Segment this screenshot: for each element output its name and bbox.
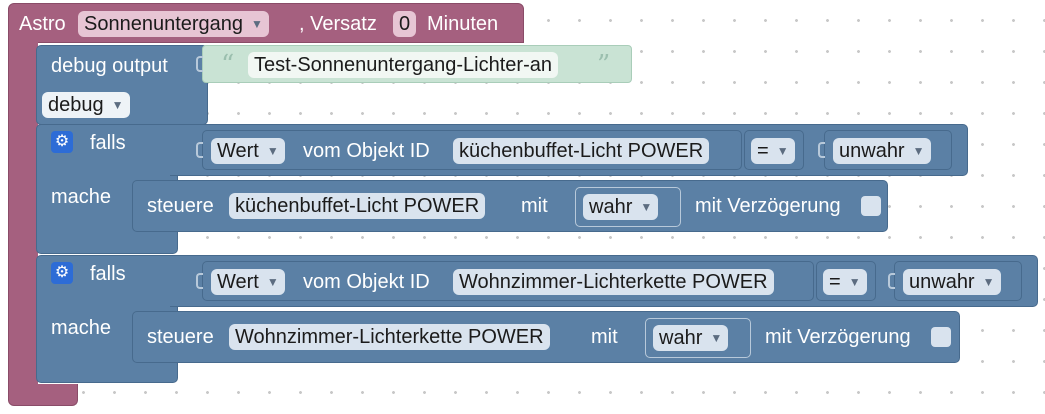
dropdown-arrow-icon: ▼ bbox=[640, 200, 653, 214]
steuere-label: steuere bbox=[147, 326, 214, 348]
compare-value: unwahr bbox=[839, 140, 905, 162]
astro-event-dropdown[interactable]: Sonnenuntergang ▼ bbox=[78, 11, 269, 37]
operator-dropdown[interactable]: =▼ bbox=[751, 138, 795, 164]
boolean-block-2[interactable]: unwahr ▼ bbox=[894, 261, 1022, 301]
debug-level-value: debug bbox=[48, 94, 104, 116]
offset-label: , Versatz bbox=[299, 13, 377, 35]
debug-output-label: debug output bbox=[51, 55, 168, 77]
value-label: Wert bbox=[217, 271, 259, 293]
dropdown-arrow-icon: ▼ bbox=[912, 144, 925, 158]
astro-trigger-block[interactable]: Astro Sonnenuntergang ▼ , Versatz 0 Minut… bbox=[8, 3, 524, 43]
astro-event-value: Sonnenuntergang bbox=[84, 13, 244, 35]
offset-unit: Minuten bbox=[427, 13, 499, 35]
debug-output-block[interactable]: debug output debug ▼ bbox=[36, 45, 208, 125]
falls-label: falls bbox=[90, 263, 126, 285]
target-object-field[interactable]: Wohnzimmer-Lichterkette POWER bbox=[229, 324, 550, 350]
compare-operator-block-1[interactable]: =▼ bbox=[744, 130, 804, 170]
dropdown-arrow-icon: ▼ bbox=[848, 275, 861, 289]
value-dropdown[interactable]: Wert ▼ bbox=[211, 269, 285, 295]
dropdown-arrow-icon: ▼ bbox=[982, 275, 995, 289]
delay-checkbox[interactable] bbox=[931, 327, 951, 347]
set-value: wahr bbox=[589, 196, 633, 218]
offset-input[interactable]: 0 bbox=[393, 11, 417, 37]
compare-value: unwahr bbox=[909, 271, 975, 293]
control-block-1[interactable]: steuere küchenbuffet-Licht POWER mit wah… bbox=[132, 180, 888, 232]
dropdown-arrow-icon: ▼ bbox=[266, 275, 279, 289]
dropdown-arrow-icon: ▼ bbox=[776, 144, 789, 158]
compare-dropdown[interactable]: unwahr ▼ bbox=[833, 138, 931, 164]
set-value-dropdown[interactable]: wahr ▼ bbox=[583, 194, 659, 220]
value-label: Wert bbox=[217, 140, 259, 162]
dropdown-arrow-icon: ▼ bbox=[111, 98, 124, 112]
dropdown-arrow-icon: ▼ bbox=[251, 17, 263, 31]
gear-icon[interactable]: ⚙ bbox=[51, 131, 73, 153]
debug-text-input[interactable]: Test-Sonnenuntergang-Lichter-an bbox=[248, 52, 558, 78]
input-connector-nub bbox=[196, 142, 203, 158]
dropdown-arrow-icon: ▼ bbox=[266, 144, 279, 158]
compare-operator-block-2[interactable]: =▼ bbox=[816, 261, 876, 301]
mache-label: mache bbox=[51, 317, 112, 339]
mit-label: mit bbox=[591, 326, 618, 348]
input-connector-nub bbox=[196, 56, 203, 72]
target-object-field[interactable]: küchenbuffet-Licht POWER bbox=[229, 193, 486, 219]
object-id-field[interactable]: küchenbuffet-Licht POWER bbox=[453, 138, 710, 164]
steuere-label: steuere bbox=[147, 195, 214, 217]
falls-label: falls bbox=[90, 132, 126, 154]
astro-label: Astro bbox=[19, 13, 66, 35]
operator-dropdown[interactable]: =▼ bbox=[823, 269, 867, 295]
astro-block-spine bbox=[8, 40, 38, 386]
of-object-label: vom Objekt ID bbox=[303, 271, 430, 293]
debug-level-dropdown[interactable]: debug ▼ bbox=[42, 92, 130, 118]
delay-label: mit Verzögerung bbox=[695, 195, 841, 217]
value-dropdown[interactable]: Wert ▼ bbox=[211, 138, 285, 164]
input-connector-nub bbox=[818, 142, 825, 158]
input-connector-nub bbox=[196, 273, 203, 289]
operator-value: = bbox=[757, 140, 769, 162]
set-value-dropdown[interactable]: wahr ▼ bbox=[653, 325, 729, 351]
mache-label: mache bbox=[51, 186, 112, 208]
input-connector-nub bbox=[888, 273, 895, 289]
compare-dropdown[interactable]: unwahr ▼ bbox=[903, 269, 1001, 295]
operator-value: = bbox=[829, 271, 841, 293]
object-id-field[interactable]: Wohnzimmer-Lichterkette POWER bbox=[453, 269, 774, 295]
gear-icon[interactable]: ⚙ bbox=[51, 262, 73, 284]
astro-block-footer bbox=[8, 384, 78, 406]
text-block[interactable]: “ Test-Sonnenuntergang-Lichter-an ” bbox=[202, 45, 632, 83]
quote-open-icon: “ bbox=[221, 50, 235, 80]
delay-checkbox[interactable] bbox=[861, 196, 881, 216]
control-block-2[interactable]: steuere Wohnzimmer-Lichterkette POWER mi… bbox=[132, 311, 960, 363]
dropdown-arrow-icon: ▼ bbox=[710, 331, 723, 345]
set-value: wahr bbox=[659, 327, 703, 349]
boolean-block-1[interactable]: unwahr ▼ bbox=[824, 130, 952, 170]
get-value-block-2[interactable]: Wert ▼ vom Objekt ID Wohnzimmer-Lichterke… bbox=[202, 261, 814, 301]
mit-label: mit bbox=[521, 195, 548, 217]
get-value-block-1[interactable]: Wert ▼ vom Objekt ID küchenbuffet-Licht P… bbox=[202, 130, 742, 170]
quote-close-icon: ” bbox=[597, 50, 611, 80]
of-object-label: vom Objekt ID bbox=[303, 140, 430, 162]
delay-label: mit Verzögerung bbox=[765, 326, 911, 348]
